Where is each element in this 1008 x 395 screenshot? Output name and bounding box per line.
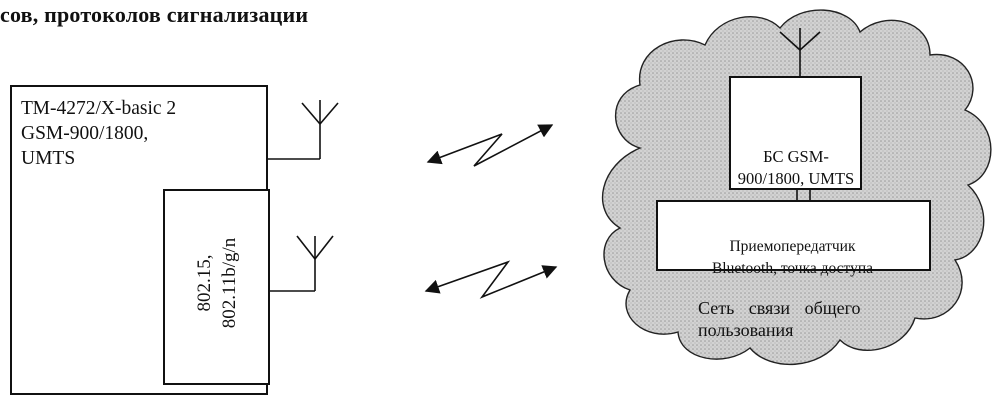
base-station-label: БС GSM- 900/1800, UMTS <box>737 147 855 188</box>
wifi-module-box <box>163 189 270 385</box>
transceiver-box <box>656 200 931 271</box>
public-network-label: Сеть связи общего пользования <box>698 298 861 340</box>
base-station-antenna-icon <box>779 28 821 77</box>
wifi-radio-link-arrow <box>424 260 558 299</box>
transceiver-label: Приемопередатчик Bluetooth, точка доступ… <box>711 238 874 277</box>
gsm-radio-link-arrow <box>426 124 554 167</box>
device-gsm-antenna-icon <box>268 100 339 160</box>
wifi-antenna-icon <box>270 235 334 292</box>
wifi-module-label: 802.15, 802.11b/g/n <box>194 237 240 329</box>
bs-transceiver-link <box>796 189 811 201</box>
base-station-box <box>729 76 862 190</box>
device-label: ТМ-4272/X-basic 2 GSM-900/1800, UMTS <box>21 98 177 169</box>
heading-fragment: сов, протоколов сигнализации <box>0 2 309 27</box>
